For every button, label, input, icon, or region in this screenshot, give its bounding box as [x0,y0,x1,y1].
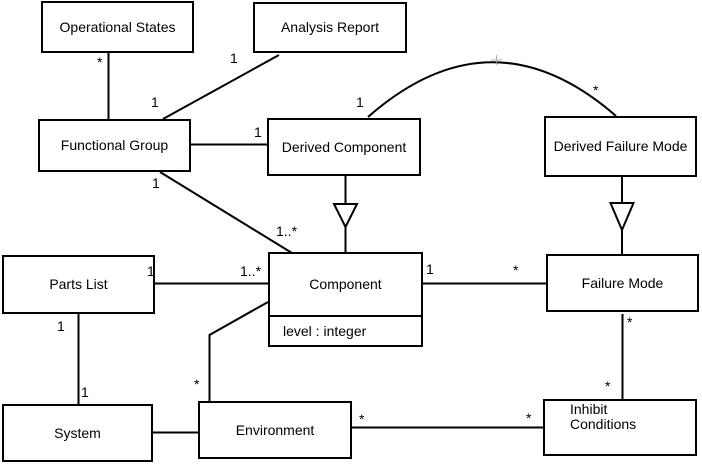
multiplicity-derived-component-end-fg: 1 [254,124,262,140]
generalization-triangle-to-failure-mode [608,202,636,233]
class-box-environment[interactable]: Environment [198,401,352,459]
multiplicity-derived-component-end-arc: 1 [356,94,364,110]
multiplicity-component-end-parts-list: 1..* [240,263,262,279]
multiplicity-failure-mode-end-component: * [513,262,519,278]
class-name-environment: Environment [235,421,315,438]
multiplicity-system-end-parts-list: 1 [81,384,89,400]
multiplicity-derived-failure-mode-end-arc: * [593,82,599,98]
edge-functional-group-component [159,171,293,254]
multiplicity-inhibit-conditions-end-env: * [526,410,532,426]
class-box-component[interactable]: Component [268,252,423,317]
class-name-system: System [54,424,101,441]
class-box-derived-component[interactable]: Derived Component [267,118,421,176]
multiplicity-functional-group-end-os: 1 [151,94,159,110]
class-box-inhibit-conditions[interactable]: Inhibit Conditions [543,399,697,456]
attribute-level-integer: level : integer [283,322,367,339]
multiplicity-parts-list-end-component: 1 [147,263,155,279]
edge-arc-derived-component-derived-failure-mode [367,61,617,118]
arc-midpoint-mark [491,55,502,65]
class-box-system[interactable]: System [2,404,153,462]
multiplicity-failure-mode-end-ic: * [627,314,633,330]
class-box-analysis-report[interactable]: Analysis Report [253,2,407,53]
multiplicity-inhibit-conditions-end-fm: * [605,378,611,394]
class-name-inhibit-conditions: Inhibit Conditions [570,401,637,432]
class-name-derived-component: Derived Component [281,138,407,155]
multiplicity-functional-group-end-component: 1 [152,175,160,191]
class-box-functional-group[interactable]: Functional Group [38,119,191,172]
class-box-operational-states[interactable]: Operational States [41,1,194,53]
class-name-functional-group: Functional Group [60,137,169,153]
multiplicity-operational-states-end: * [97,54,103,70]
multiplicity-environment-end-component: * [194,376,200,392]
multiplicity-component-end-fg: 1..* [276,223,298,239]
class-name-failure-mode: Failure Mode [581,274,664,291]
multiplicity-environment-end-ic: * [359,411,365,427]
generalization-triangle-to-component [332,203,359,230]
multiplicity-analysis-report-end: 1 [230,50,238,66]
class-box-derived-failure-mode[interactable]: Derived Failure Mode [544,116,697,177]
edge-functional-group-analysis-report [162,54,280,120]
edge-component-environment [208,301,269,401]
class-box-failure-mode[interactable]: Failure Mode [546,254,699,312]
class-name-component: Component [309,276,382,292]
multiplicity-component-end-failure-mode: 1 [426,261,434,277]
class-name-operational-states: Operational States [59,18,176,35]
class-name-parts-list: Parts List [49,276,108,292]
class-attributes-component[interactable]: level : integer [268,315,423,347]
class-name-analysis-report: Analysis Report [280,19,380,35]
class-box-parts-list[interactable]: Parts List [2,255,155,314]
multiplicity-parts-list-end-system: 1 [57,318,65,334]
class-name-derived-failure-mode: Derived Failure Mode [553,138,688,154]
